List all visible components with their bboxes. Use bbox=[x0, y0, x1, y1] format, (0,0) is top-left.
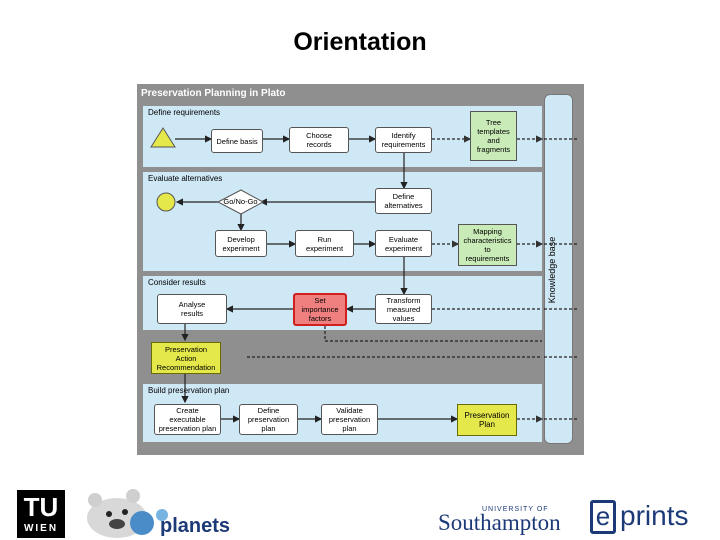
slide-title: Orientation bbox=[293, 28, 427, 56]
node-transform-values: Transform measured values bbox=[375, 294, 432, 324]
node-analyse-results: Analyse results bbox=[157, 294, 227, 324]
tu-wien-logo: TU WIEN bbox=[17, 490, 65, 538]
knowledge-base: Knowledge base bbox=[544, 94, 573, 444]
node-preservation-plan: Preservation Plan bbox=[457, 404, 517, 436]
section-label: Build preservation plan bbox=[148, 386, 230, 395]
node-mapping: Mapping characteristics to requirements bbox=[458, 224, 517, 266]
section-label: Evaluate alternatives bbox=[148, 174, 223, 183]
planets-logo-text: planets bbox=[160, 515, 231, 537]
southampton-logo-text: Southampton bbox=[438, 510, 561, 535]
node-tree-templates: Tree templates and fragments bbox=[470, 111, 517, 161]
node-go-nogo-label: Go/No-Go bbox=[223, 197, 258, 206]
node-validate-plan: Validate preservation plan bbox=[321, 404, 378, 435]
wien-logo-text: WIEN bbox=[23, 523, 59, 534]
eprints-logo-text: prints bbox=[620, 500, 689, 531]
flow-connectors bbox=[150, 127, 577, 423]
node-evaluate-experiment: Evaluate experiment bbox=[375, 230, 432, 257]
node-identify-requirements: Identify requirements bbox=[375, 127, 432, 153]
eprints-e-icon: e bbox=[590, 500, 616, 534]
end-circle-icon bbox=[156, 192, 176, 212]
node-set-importance-factors: Set importance factors bbox=[293, 293, 347, 326]
node-choose-records: Choose records bbox=[289, 127, 349, 153]
node-create-plan: Create executable preservation plan bbox=[154, 404, 221, 435]
start-triangle-icon bbox=[150, 127, 176, 148]
section-label: Define requirements bbox=[148, 108, 221, 117]
workflow-diagram: Preservation Planning in Plato Define re… bbox=[137, 84, 584, 455]
tu-logo-text: TU bbox=[23, 492, 59, 522]
eprints-logo: e prints bbox=[588, 498, 698, 538]
node-define-alternatives: Define alternatives bbox=[375, 188, 432, 214]
node-action-recommendation: Preservation Action Recommendation bbox=[151, 342, 221, 374]
diagram-title: Preservation Planning in Plato bbox=[141, 88, 286, 99]
node-develop-experiment: Develop experiment bbox=[215, 230, 267, 257]
section-label: Consider results bbox=[148, 278, 206, 287]
southampton-small-text: UNIVERSITY OF bbox=[482, 506, 549, 513]
node-define-basis: Define basis bbox=[211, 129, 263, 153]
node-run-experiment: Run experiment bbox=[295, 230, 354, 257]
planets-logo-icon bbox=[130, 509, 168, 535]
node-define-plan: Define preservation plan bbox=[239, 404, 298, 435]
